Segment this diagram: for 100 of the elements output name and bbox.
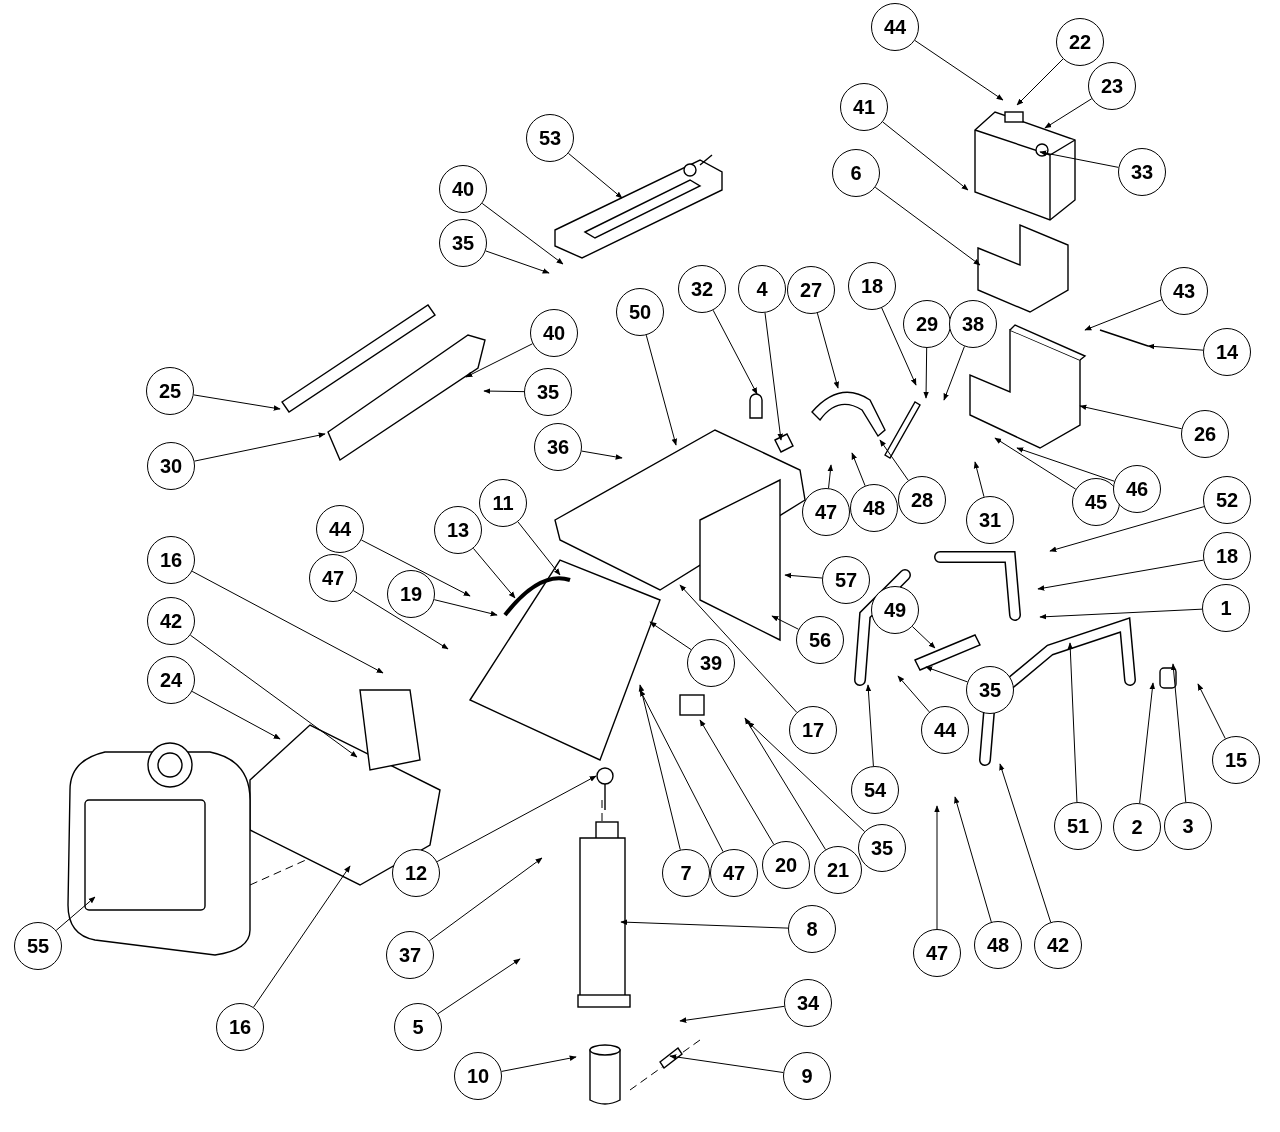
callout-number: 18 (1215, 546, 1239, 566)
leader-line (1197, 683, 1226, 740)
callout-number: 40 (451, 179, 475, 199)
callout-number: 57 (834, 570, 858, 590)
leader-line (620, 919, 789, 929)
leader-line (882, 121, 969, 191)
leader-line (747, 721, 865, 833)
callout-number: 21 (826, 860, 850, 880)
leader-line (771, 615, 800, 630)
callout-number: 7 (680, 863, 692, 883)
callout-number: 47 (925, 943, 949, 963)
callout-number: 51 (1066, 816, 1090, 836)
callout-number: 3 (1182, 816, 1194, 836)
callout-number: 24 (159, 670, 183, 690)
callout-number: 16 (159, 550, 183, 570)
leader-line (1139, 682, 1156, 804)
leader-line (1016, 447, 1115, 482)
leader-line (649, 621, 692, 651)
callout-number: 42 (159, 611, 183, 631)
leader-line (994, 437, 1077, 490)
callout-number: 29 (915, 314, 939, 334)
callout-number: 14 (1215, 342, 1239, 362)
callout-number: 2 (1131, 817, 1143, 837)
callout-number: 31 (978, 510, 1002, 530)
callout-number: 5 (412, 1017, 424, 1037)
leader-line (191, 570, 384, 674)
callout-number: 42 (1046, 935, 1070, 955)
callout-number: 33 (1130, 162, 1154, 182)
leader-line (638, 684, 681, 851)
callout-number: 15 (1224, 750, 1248, 770)
callout-number: 48 (862, 498, 886, 518)
callout-number: 17 (801, 720, 825, 740)
callout-number: 9 (801, 1066, 813, 1086)
callout-number: 13 (446, 520, 470, 540)
leader-line (483, 388, 525, 394)
callout-number: 26 (1193, 424, 1217, 444)
callout-number: 20 (774, 855, 798, 875)
leader-line (437, 958, 521, 1015)
leader-line (1044, 98, 1093, 129)
leader-line (501, 1055, 577, 1072)
callout-number: 56 (808, 630, 832, 650)
leader-line (1067, 642, 1078, 803)
callout-number: 30 (159, 456, 183, 476)
leader-line (193, 394, 281, 411)
leader-line (827, 464, 834, 489)
callout-number: 27 (799, 280, 823, 300)
leader-line (744, 717, 826, 851)
leader-line (639, 689, 724, 853)
leader-line (481, 202, 564, 265)
leader-line (645, 334, 678, 446)
leader-line (712, 309, 758, 395)
callout-number: 35 (978, 680, 1002, 700)
leader-line (1170, 663, 1187, 803)
leader-line (816, 312, 840, 389)
callout-number: 12 (404, 863, 428, 883)
callout-number: 47 (321, 568, 345, 588)
leader-line (567, 152, 623, 199)
leader-line (433, 599, 498, 617)
callout-number: 8 (806, 919, 818, 939)
leader-line (865, 684, 874, 767)
callout-number: 32 (690, 279, 714, 299)
callout-number: 35 (536, 382, 560, 402)
leader-line (999, 763, 1052, 923)
leader-line (973, 461, 985, 498)
callout-number: 23 (1100, 76, 1124, 96)
callout-number: 45 (1084, 492, 1108, 512)
callout-number: 53 (538, 128, 562, 148)
callout-number: 46 (1125, 479, 1149, 499)
leader-line (194, 432, 326, 462)
leader-line (954, 796, 992, 923)
leader-line (191, 690, 281, 740)
leader-line (1016, 58, 1064, 106)
callout-number: 36 (546, 437, 570, 457)
leader-line (699, 719, 775, 845)
leader-line (436, 775, 597, 863)
callout-number: 11 (492, 493, 514, 513)
leader-line (253, 865, 351, 1008)
leader-line (923, 347, 929, 399)
callout-number: 18 (860, 276, 884, 296)
callout-number: 50 (628, 302, 652, 322)
callout-number: 1 (1220, 598, 1232, 618)
callout-number: 10 (466, 1066, 490, 1086)
leader-line (914, 39, 1004, 101)
callout-number: 55 (26, 936, 50, 956)
callout-number: 35 (451, 233, 475, 253)
callout-number: 40 (542, 323, 566, 343)
callout-number: 41 (852, 97, 876, 117)
callout-number: 35 (870, 838, 894, 858)
leader-line (911, 626, 936, 649)
leader-line (472, 547, 516, 599)
leader-line (360, 539, 471, 597)
callout-number: 47 (722, 863, 746, 883)
callout-number: 49 (883, 600, 907, 620)
callout-number: 39 (699, 653, 723, 673)
leader-line (1079, 404, 1183, 430)
callout-number: 16 (228, 1017, 252, 1037)
callout-number: 52 (1215, 490, 1239, 510)
callout-number: 38 (961, 314, 985, 334)
callout-number: 54 (863, 780, 887, 800)
leader-line (897, 675, 930, 713)
